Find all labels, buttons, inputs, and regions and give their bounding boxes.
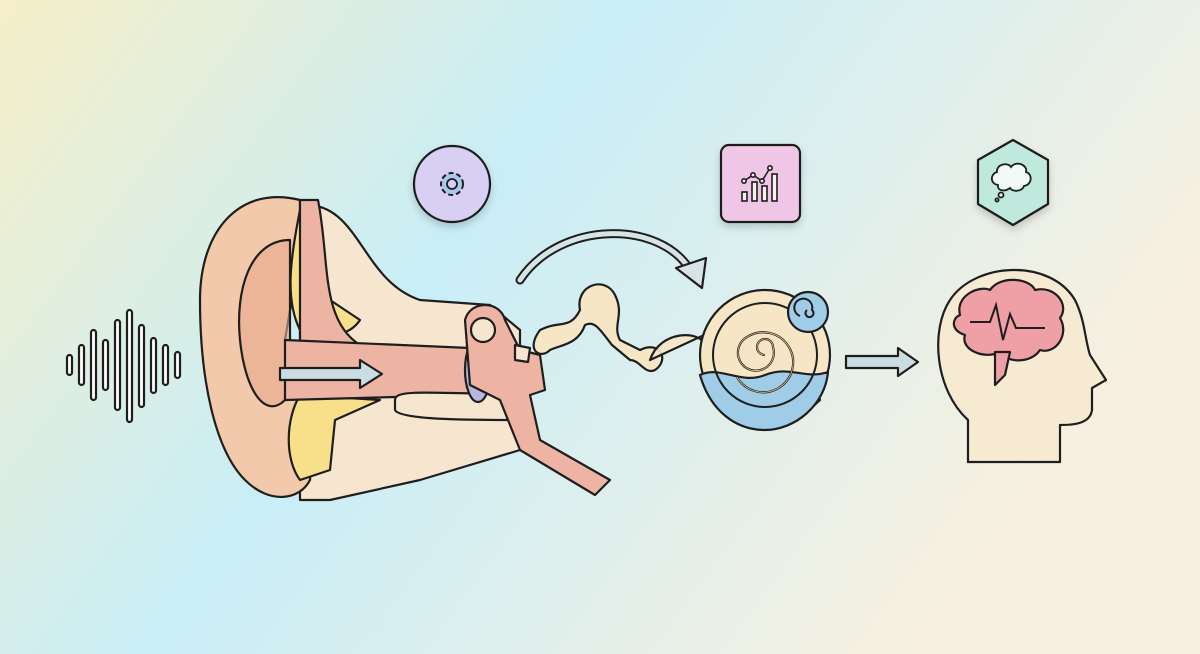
head-with-brain: [937, 268, 1108, 464]
curved-arrow-icon: [515, 229, 708, 290]
eardrum-and-middle-ear: [463, 304, 612, 497]
chart-icon: [740, 165, 778, 202]
cochlea: [648, 288, 832, 432]
sound-wave-icon: [65, 308, 182, 424]
gear-icon: [440, 172, 464, 196]
ossicles: [532, 283, 664, 373]
arrow-to-brain-icon: [844, 346, 920, 378]
thought-bubble-icon: [990, 162, 1032, 203]
sound-arrow-icon: [278, 358, 384, 390]
